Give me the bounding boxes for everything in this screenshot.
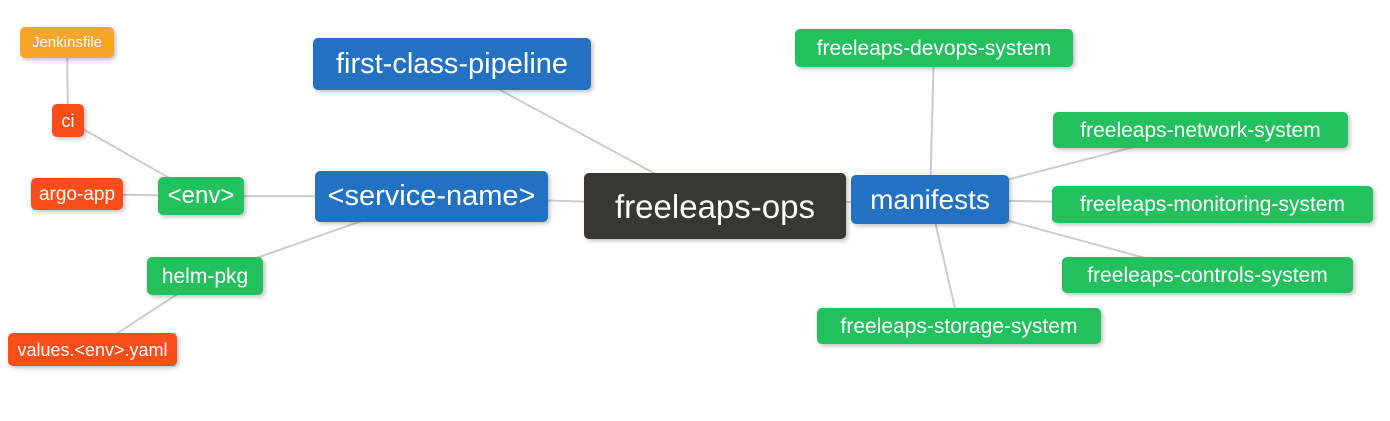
node-devops-system[interactable]: freeleaps-devops-system [795,29,1073,67]
node-manifests[interactable]: manifests [851,175,1009,224]
edge-manifests-devops-system [929,47,935,200]
node-freeleaps-ops[interactable]: freeleaps-ops [584,173,846,239]
node-storage-system[interactable]: freeleaps-storage-system [817,308,1101,344]
node-argo-app[interactable]: argo-app [31,178,123,210]
node-helm-pkg[interactable]: helm-pkg [147,257,263,295]
node-service-name[interactable]: <service-name> [315,171,548,222]
node-network-system[interactable]: freeleaps-network-system [1053,112,1348,148]
node-monitoring-system[interactable]: freeleaps-monitoring-system [1052,186,1373,223]
node-controls-system[interactable]: freeleaps-controls-system [1062,257,1353,293]
node-jenkinsfile[interactable]: Jenkinsfile [20,27,114,58]
node-values-env-yaml[interactable]: values.<env>.yaml [8,333,177,366]
node-first-class-pipeline[interactable]: first-class-pipeline [313,38,591,90]
node-ci[interactable]: ci [52,104,84,137]
node-env[interactable]: <env> [158,177,244,215]
